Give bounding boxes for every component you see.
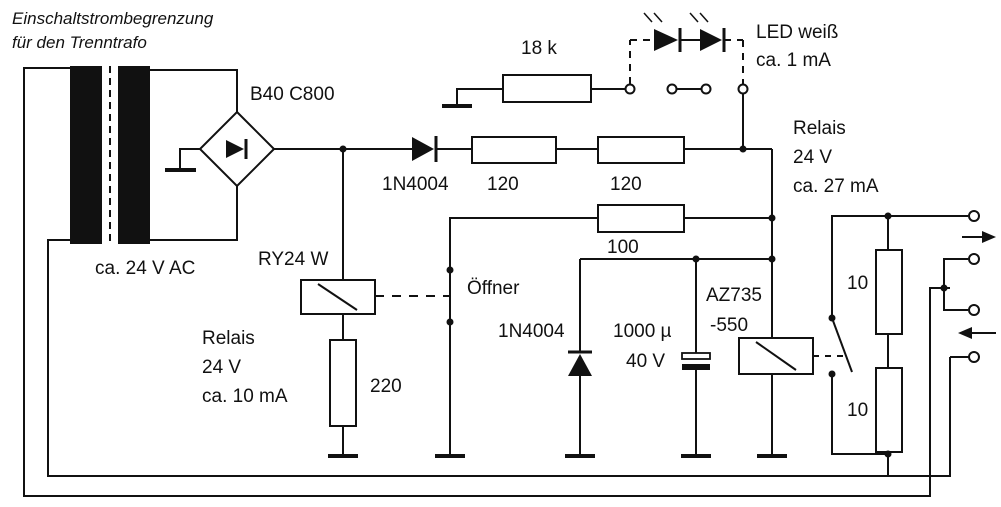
input-terminal-1 bbox=[968, 304, 980, 316]
transformer-primary-winding bbox=[70, 66, 102, 244]
led-alt-terminal-left bbox=[666, 83, 678, 95]
relay1-coil bbox=[300, 279, 376, 315]
led-label-line-2: ca. 1 mA bbox=[756, 50, 831, 71]
wire-sec-bottom bbox=[150, 186, 238, 241]
bridge-diode-icon bbox=[226, 140, 244, 158]
relay2-current: ca. 27 mA bbox=[793, 176, 879, 197]
resistor-120b-label: 120 bbox=[610, 174, 642, 195]
resistor-18k-label: 18 k bbox=[521, 38, 557, 59]
capacitor-voltage-label: 40 V bbox=[626, 351, 665, 372]
relay2-contact-switch bbox=[831, 317, 853, 373]
wire-mains-outer bbox=[23, 67, 950, 497]
led-alt-terminal-right bbox=[700, 83, 712, 95]
led-terminal-left bbox=[624, 83, 636, 95]
relay1-title: Relais bbox=[202, 328, 255, 349]
input-terminal-2 bbox=[968, 351, 980, 363]
relay2-voltage: 24 V bbox=[793, 147, 832, 168]
nc-contact-label: Öffner bbox=[467, 278, 520, 299]
diode-2-label: 1N4004 bbox=[498, 321, 565, 342]
output-terminal-1 bbox=[968, 210, 980, 222]
relay1-voltage: 24 V bbox=[202, 357, 241, 378]
rectifier-label: B40 C800 bbox=[250, 84, 335, 105]
resistor-120a-label: 120 bbox=[487, 174, 519, 195]
transformer bbox=[70, 66, 150, 244]
relay2-coil bbox=[738, 337, 814, 375]
resistor-18k bbox=[502, 74, 592, 103]
resistor-10b-label: 10 bbox=[847, 400, 868, 421]
resistor-120a bbox=[471, 136, 557, 164]
resistor-10b bbox=[875, 367, 903, 453]
resistor-100-label: 100 bbox=[607, 237, 639, 258]
wire-bridge-ground bbox=[179, 148, 200, 170]
diode-main-label: 1N4004 bbox=[382, 174, 449, 195]
transformer-secondary-winding bbox=[118, 66, 150, 244]
led-1-icon bbox=[643, 12, 682, 52]
arrow-right-icon bbox=[962, 231, 996, 243]
led-label-line-1: LED weiß bbox=[756, 22, 838, 43]
wire-sec-top bbox=[150, 69, 238, 112]
resistor-220-label: 220 bbox=[370, 376, 402, 397]
relay1-type-label: RY24 W bbox=[258, 249, 328, 270]
arrow-left-icon bbox=[958, 327, 996, 339]
wire-contact-bottom bbox=[831, 374, 888, 455]
resistor-220 bbox=[329, 339, 357, 427]
resistor-10a bbox=[875, 249, 903, 335]
wire-contact-top bbox=[831, 215, 888, 318]
capacitor-value-label: 1000 µ bbox=[613, 321, 672, 342]
output-terminal-2 bbox=[968, 253, 980, 265]
relay1-current: ca. 10 mA bbox=[202, 386, 288, 407]
resistor-120b bbox=[597, 136, 685, 164]
transformer-voltage-label: ca. 24 V AC bbox=[95, 258, 195, 279]
capacitor bbox=[681, 352, 711, 370]
bridge-rectifier bbox=[198, 110, 276, 188]
title-line-1: Einschaltstrombegrenzung bbox=[12, 9, 214, 28]
resistor-100 bbox=[597, 204, 685, 233]
relay2-type-label-a: AZ735 bbox=[706, 285, 762, 306]
wire-mains-inner bbox=[47, 239, 888, 477]
led-terminal-right bbox=[737, 83, 749, 95]
wire-100-left bbox=[449, 217, 598, 270]
wire-18k-ground bbox=[456, 88, 503, 106]
resistor-10a-label: 10 bbox=[847, 273, 868, 294]
relay2-type-label-b: -550 bbox=[710, 315, 748, 336]
diode-main bbox=[412, 136, 438, 162]
led-2-icon bbox=[689, 12, 726, 52]
diode-2 bbox=[568, 350, 592, 376]
relay2-title: Relais bbox=[793, 118, 846, 139]
title-line-2: für den Trenntrafo bbox=[12, 33, 147, 52]
